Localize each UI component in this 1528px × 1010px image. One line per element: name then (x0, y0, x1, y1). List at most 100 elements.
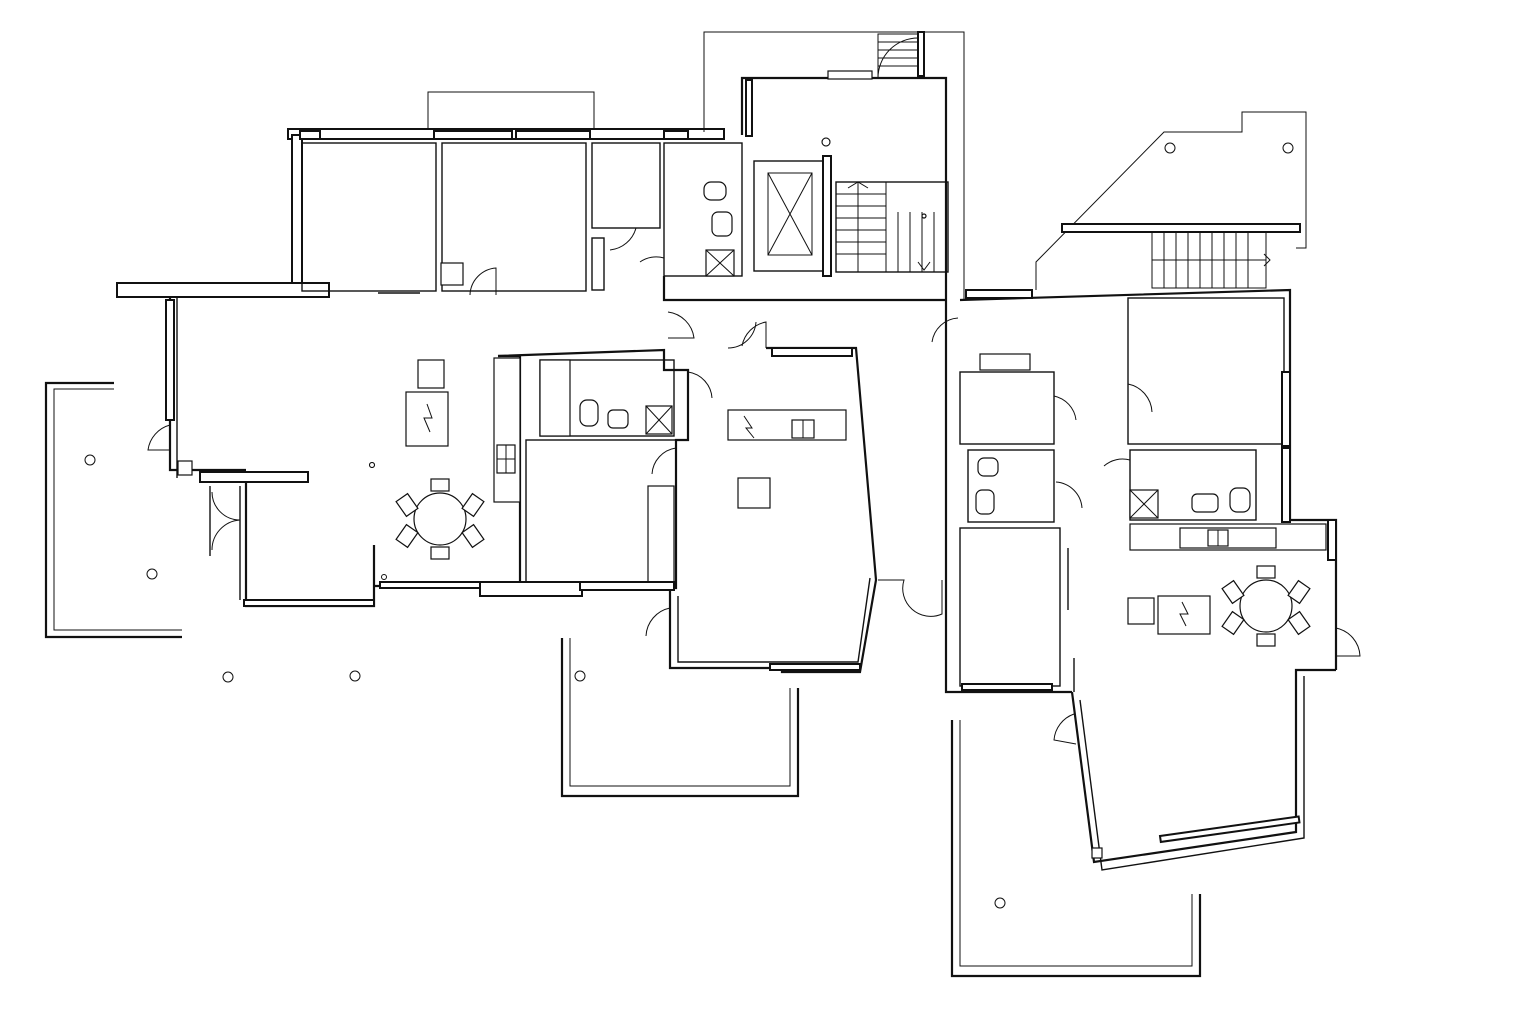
living-west-wall (168, 297, 246, 472)
basin-center (607, 409, 629, 429)
terrace-south-center (560, 638, 800, 798)
door-swing-corridor (878, 579, 943, 617)
tub-center (539, 359, 571, 437)
island-center (737, 477, 771, 509)
east-living-outline-inner (1079, 676, 1305, 871)
kitchen-counter-center (727, 409, 847, 441)
column-10 (369, 462, 375, 468)
door-swing-bath-north (639, 256, 665, 263)
door-swing-kitchen-center (741, 321, 767, 348)
nightstand (440, 262, 464, 286)
stair-tower-wall (740, 76, 948, 300)
bathroom-center-north (663, 142, 743, 277)
balcony-north-west (427, 91, 595, 130)
fireplace-symbol-west (423, 403, 433, 433)
bathroom-east (1129, 449, 1257, 521)
door-swing-balcony-center (645, 607, 671, 637)
closet-west-small (591, 237, 605, 291)
column-1 (84, 454, 96, 466)
kitchen-counter-west (493, 357, 521, 503)
toilet-center (579, 399, 599, 427)
columns (84, 137, 1294, 909)
ceiling-light-west-2 (381, 574, 387, 580)
fireplace-west (405, 391, 449, 447)
dining-table-west (395, 478, 485, 560)
unit-center (497, 31, 965, 674)
column-3 (222, 671, 234, 683)
door-swing-bedroom-east-1 (1127, 383, 1153, 413)
toilet-east (1229, 487, 1251, 513)
closet-east (959, 371, 1055, 445)
column-6 (994, 897, 1006, 909)
armchair-east (1127, 597, 1155, 625)
door-swing-entry-double (211, 491, 241, 551)
door-swing-closet-west (609, 227, 637, 251)
beam-east (1061, 223, 1301, 233)
dining-table-east (1221, 565, 1311, 647)
column-5 (574, 670, 586, 682)
fireplace-symbol-east (1179, 601, 1189, 627)
column-7 (1164, 142, 1176, 154)
terrace-edge-west-inner (53, 388, 182, 631)
cooktop-symbol-center (743, 415, 755, 439)
main-stair (835, 181, 949, 273)
door-swing-east-balcony (1335, 627, 1361, 657)
unit-east (931, 111, 1361, 871)
entry-bay (244, 482, 376, 608)
column-east-south (1091, 847, 1103, 859)
door-swing-entry-center (727, 321, 757, 349)
door-swing-bath-east (1103, 458, 1131, 467)
column-2 (146, 568, 158, 580)
door-swing-hall-west (667, 311, 695, 339)
column-8 (1282, 142, 1294, 154)
interior-wall-stub (199, 471, 309, 483)
bedroom-2 (441, 142, 587, 292)
armchair-west (417, 359, 445, 389)
east-living-outline (1070, 668, 1336, 864)
wardrobe-center (647, 485, 675, 583)
stair-east (1151, 231, 1271, 289)
canopy-beam (116, 282, 330, 298)
door-swing-closet-east (1053, 395, 1077, 421)
terrace-south-east-inner (959, 720, 1193, 967)
bedroom-east-2 (959, 527, 1061, 687)
column-4 (349, 670, 361, 682)
toilet-east-1 (977, 457, 999, 477)
bedroom-1 (301, 142, 437, 292)
door-swing-bedroom-2 (469, 267, 497, 296)
door-swing-terrace-east (1053, 713, 1077, 745)
fireplace-east (1157, 595, 1211, 635)
center-apt-outline-inner (677, 577, 871, 663)
bathroom-east-small (967, 449, 1055, 523)
window-east-south (1158, 815, 1301, 844)
shelf-east (979, 353, 1031, 371)
toilet-center-north (703, 181, 727, 201)
west-wall-bedroom (291, 134, 303, 284)
column-9 (821, 137, 831, 147)
door-swing-living-west (147, 424, 171, 451)
door-swing-bedroom-center (651, 447, 677, 475)
elevator-wall (822, 155, 832, 277)
windows (165, 31, 1337, 691)
column-west-1 (177, 460, 193, 476)
stair-north (877, 33, 921, 79)
unit-west (44, 91, 725, 639)
basin-center-north (711, 211, 733, 237)
stair-tower-outline (703, 31, 965, 300)
door-swing-hall-east (931, 317, 959, 343)
basin-east (1191, 493, 1219, 513)
basin-east-1 (975, 489, 995, 515)
east-apt-west-wall (944, 300, 1072, 694)
elevator-car (767, 172, 813, 256)
terrace-south-center-inner (569, 638, 791, 787)
door-swing-bath-center (687, 371, 713, 399)
stair-landing-bar (827, 70, 873, 80)
terrace-edge-west (44, 381, 182, 639)
hall-west-wall (662, 276, 946, 302)
terrace-south-east (950, 720, 1202, 978)
door-swing-bath-east-small (1055, 481, 1083, 509)
closet-west (591, 142, 661, 229)
roof-outline-east (1035, 111, 1307, 290)
bedroom-east-1 (1127, 297, 1285, 445)
